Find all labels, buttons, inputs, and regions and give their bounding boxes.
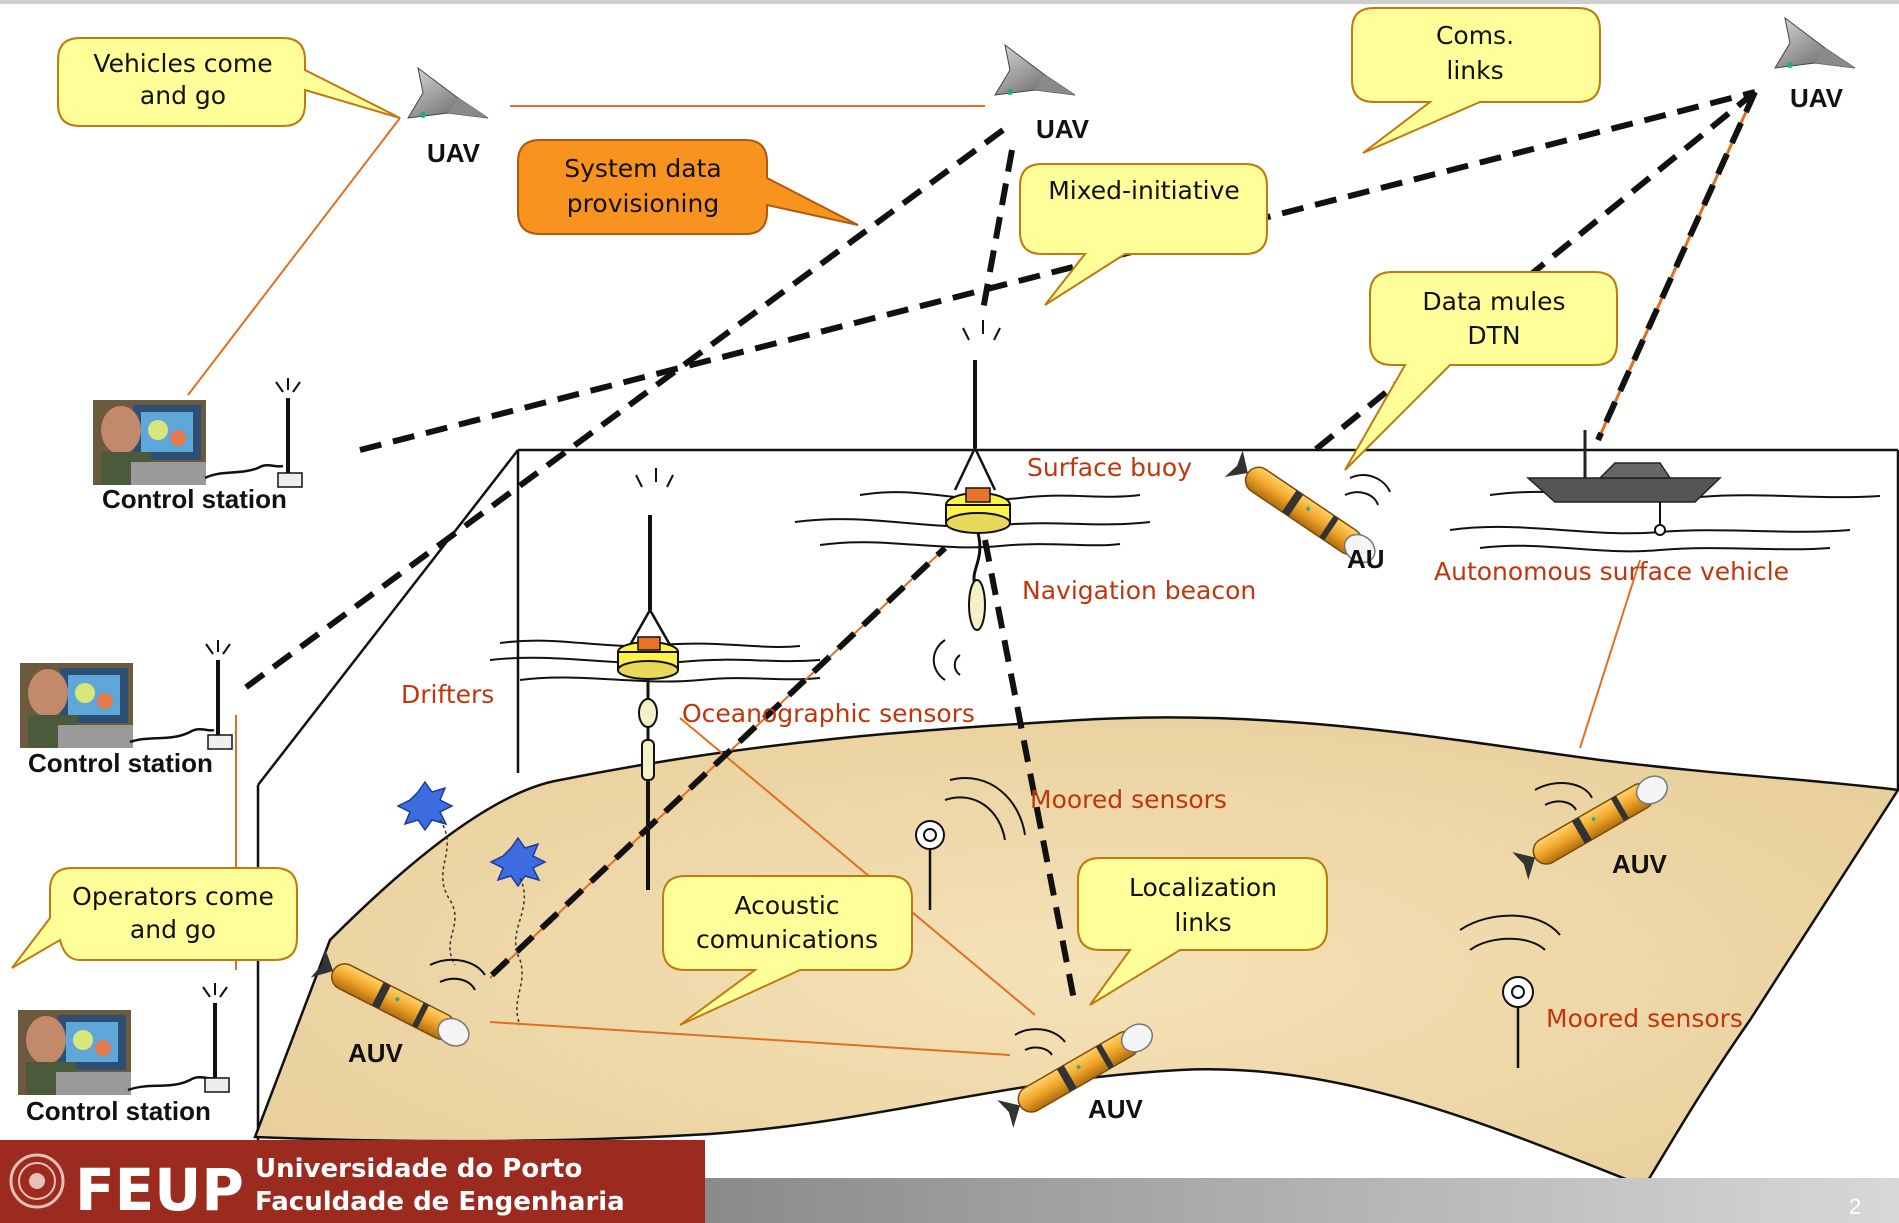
callout-localization: Localization links <box>1077 857 1328 1006</box>
uav-middle-label: UAV <box>1036 114 1090 144</box>
auv-middle-label: AUV <box>1088 1094 1144 1124</box>
uav-left-label: UAV <box>427 138 481 168</box>
footer-university: Universidade do Porto <box>255 1154 582 1184</box>
callout-system-data: System data provisioning <box>517 139 859 235</box>
operator-photo-3 <box>18 1010 131 1095</box>
callout-coms-line2: links <box>1446 56 1503 85</box>
control-station-2 <box>20 638 234 751</box>
uav-right-label: UAV <box>1790 83 1844 113</box>
page-number: 2 <box>1849 1194 1861 1219</box>
navigation-beacon-label: Navigation beacon <box>1022 576 1256 605</box>
auv-right-label: AUV <box>1612 849 1668 879</box>
callout-data-mules: Data mules DTN <box>1344 271 1618 471</box>
uav-middle <box>994 44 1076 96</box>
callout-operators: Operators come and go <box>11 867 298 969</box>
moored-sensors-right-label: Moored sensors <box>1546 1004 1743 1033</box>
moored-sensors-mid-label: Moored sensors <box>1030 785 1227 814</box>
antenna-icon <box>274 376 304 489</box>
callout-system-data-line1: System data <box>564 154 721 183</box>
footer-logo-band <box>0 1140 705 1223</box>
callout-system-data-line2: provisioning <box>567 189 719 218</box>
autonomous-surface-vehicle <box>1526 430 1722 536</box>
operator-photo-2 <box>20 663 133 748</box>
callout-acoustic-line1: Acoustic <box>734 891 839 920</box>
callout-data-mules-line1: Data mules <box>1422 287 1565 316</box>
seabed <box>253 716 1899 1223</box>
footer-faculty: Faculdade de Engenharia <box>255 1187 625 1217</box>
callout-data-mules-line2: DTN <box>1467 321 1520 350</box>
callout-vehicles-line1: Vehicles come <box>93 49 272 78</box>
moored-sensor-right <box>1459 914 1561 1068</box>
callout-coms-links: Coms. links <box>1351 7 1601 154</box>
footer-grey-bar <box>705 1178 1899 1223</box>
footer: FEUP Universidade do Porto Faculdade de … <box>0 1140 1899 1223</box>
uav-right <box>1774 17 1856 69</box>
callout-operators-line2: and go <box>130 915 216 944</box>
auv-left-label: AUV <box>348 1038 404 1068</box>
callout-mixed-initiative: Mixed-initiative <box>1019 163 1268 306</box>
moored-sensor-mid <box>915 777 1026 910</box>
control-station-1-label: Control station <box>102 484 287 514</box>
control-station-3 <box>18 981 231 1095</box>
uav-left <box>407 67 489 119</box>
callout-mixed-line1: Mixed-initiative <box>1048 176 1240 205</box>
antenna-icon <box>204 638 234 751</box>
ocean-box <box>256 448 1899 1140</box>
drifter-2 <box>489 836 547 1026</box>
autonomous-surface-vehicle-label: Autonomous surface vehicle <box>1434 557 1789 586</box>
control-station-3-label: Control station <box>26 1096 211 1126</box>
drifters-label: Drifters <box>401 680 494 709</box>
surface-buoy-label: Surface buoy <box>1027 453 1192 482</box>
drifter-1 <box>396 780 456 966</box>
auv-surface-partial-label: AU <box>1347 544 1385 574</box>
callout-vehicles: Vehicles come and go <box>57 37 401 127</box>
surface-buoy <box>932 320 1011 681</box>
feup-logo-letters: FEUP <box>75 1156 244 1223</box>
callout-vehicles-line2: and go <box>140 81 226 110</box>
operator-photo-1 <box>93 400 206 485</box>
callout-acoustic-line2: comunications <box>696 925 878 954</box>
callout-operators-line1: Operators come <box>72 882 274 911</box>
callout-localization-line1: Localization <box>1129 873 1277 902</box>
control-station-2-label: Control station <box>28 748 213 778</box>
oceanographic-sensors-label: Oceanographic sensors <box>682 699 975 728</box>
callout-acoustic: Acoustic comunications <box>662 875 913 1026</box>
antenna-icon <box>201 981 231 1094</box>
control-station-1 <box>93 376 304 489</box>
oceanographic-buoy <box>617 468 679 890</box>
header-strip <box>0 0 1899 4</box>
university-seal-icon <box>9 1153 65 1209</box>
callout-coms-line1: Coms. <box>1436 21 1514 50</box>
callout-localization-line2: links <box>1174 908 1231 937</box>
